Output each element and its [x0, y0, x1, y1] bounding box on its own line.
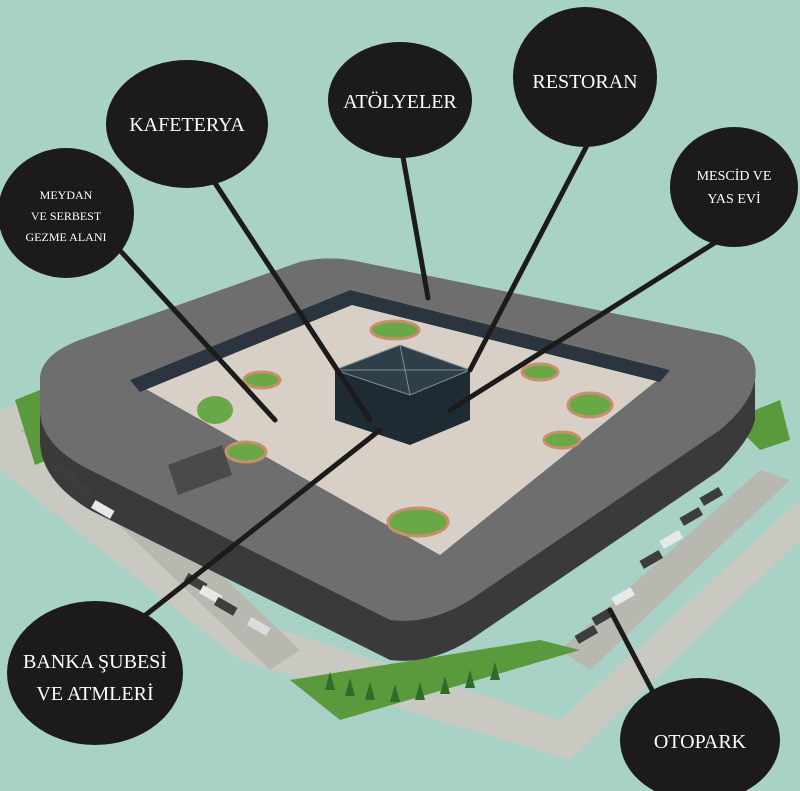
label-mescid: MESCİD VE YAS EVİ: [670, 127, 798, 247]
grass-strip-bottom: [290, 640, 580, 720]
plaza-garden: [369, 319, 421, 341]
plaza-garden: [224, 440, 268, 464]
trees-row: [325, 662, 500, 702]
plaza-garden: [566, 391, 614, 419]
entrance-block: [168, 445, 232, 495]
atolyeler-label: ATÖLYELER: [343, 90, 457, 113]
plaza-garden: [520, 362, 560, 382]
label-kafeterya: KAFETERYA: [106, 60, 268, 188]
plaza-garden: [542, 430, 582, 450]
label-atolyeler: ATÖLYELER: [328, 42, 472, 158]
kafeterya-label: KAFETERYA: [129, 114, 245, 136]
meydan-label-line-3: GEZME ALANI: [26, 230, 107, 244]
plaza-garden: [242, 370, 282, 390]
parked-cars-left: [53, 463, 271, 636]
shop-facades: [130, 290, 670, 392]
callout-lines: [92, 127, 738, 718]
plaza-garden: [197, 396, 233, 424]
meydan-label-line-2: VE SERBEST: [31, 209, 102, 223]
mescid-label-line-1: MESCİD VE: [697, 168, 772, 184]
grass-strip-right: [730, 400, 790, 450]
label-banka: BANKA ŞUBESİ VE ATMLERİ: [7, 601, 183, 745]
banka-label-line-2: VE ATMLERİ: [36, 682, 153, 705]
restoran-label: RESTORAN: [532, 71, 637, 93]
mescid-label-line-2: YAS EVİ: [707, 191, 761, 207]
otopark-label: OTOPARK: [654, 731, 747, 753]
banka-label-line-1: BANKA ŞUBESİ: [23, 650, 167, 673]
label-meydan: MEYDAN VE SERBEST GEZME ALANI: [0, 148, 134, 278]
meydan-label-line-1: MEYDAN: [40, 188, 93, 202]
pavilion-frame: [399, 344, 411, 396]
label-restoran: RESTORAN: [513, 7, 657, 147]
label-otopark: OTOPARK: [620, 678, 780, 791]
plaza-garden: [386, 506, 450, 538]
